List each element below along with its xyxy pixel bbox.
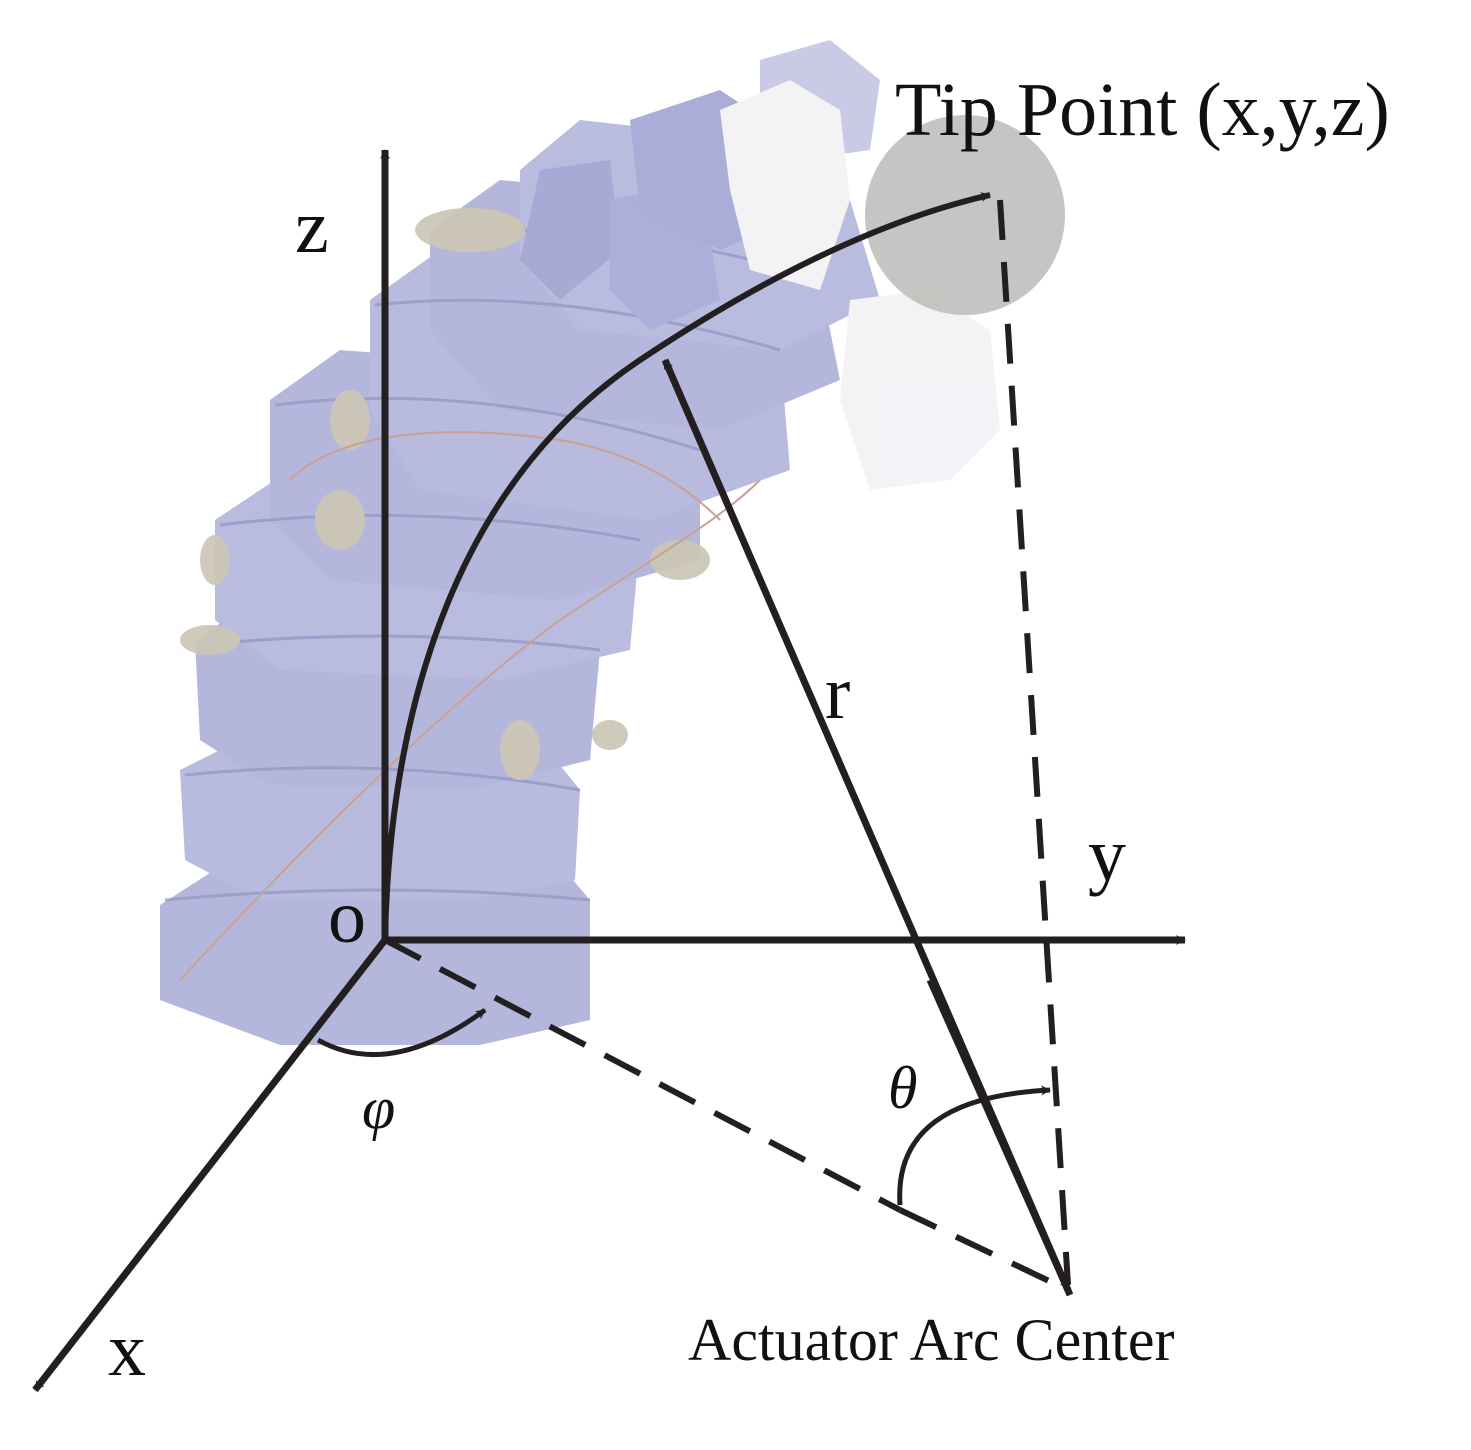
phi-angle-arc <box>316 1007 487 1058</box>
actuator-module-a <box>520 160 620 300</box>
theta-angle-arc <box>897 1085 1051 1206</box>
origin-label: o <box>328 875 366 959</box>
radius-arrow-to-center <box>926 978 1072 1292</box>
actuator-wire <box>179 479 761 981</box>
axes <box>32 149 1186 1393</box>
phi-label: φ <box>362 1075 395 1141</box>
tip-cap-1 <box>720 80 850 290</box>
x-axis-label: x <box>108 1308 146 1392</box>
y-axis-label: y <box>1088 813 1126 897</box>
bending-arc <box>382 192 991 941</box>
dashed-tip-vertical <box>997 199 1071 1286</box>
radius-label: r <box>825 651 850 735</box>
dashed-xy-projection <box>383 937 902 1213</box>
tip-cap-2 <box>840 290 1000 490</box>
dashed-projections <box>383 199 1071 1293</box>
z-axis-label: z <box>295 185 329 269</box>
actuator-wire-2 <box>289 431 721 521</box>
dashed-center-link <box>898 1207 1070 1293</box>
tip-ball <box>865 115 1065 315</box>
glue-blobs <box>180 208 710 780</box>
arc-center-label: Actuator Arc Center <box>688 1307 1174 1373</box>
x-axis <box>32 937 388 1393</box>
actuator-illustration <box>160 40 1065 1045</box>
theta-label: θ <box>888 1055 917 1121</box>
tip-point-label: Tip Point (x,y,z) <box>895 68 1390 152</box>
